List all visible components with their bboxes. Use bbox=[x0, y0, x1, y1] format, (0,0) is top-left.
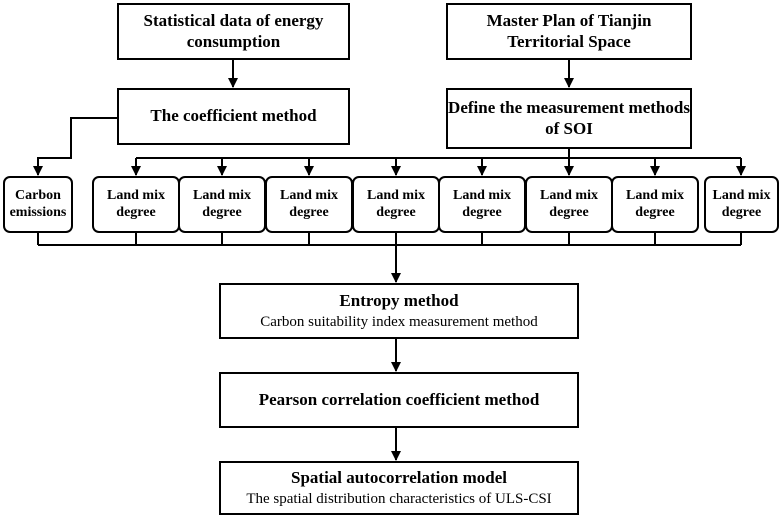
define-soi-label: Define the measurement methods of SOI bbox=[448, 98, 690, 138]
pearson-method-label: Pearson correlation coefficient method bbox=[258, 389, 540, 409]
spatial-autocorrelation-box: Spatial autocorrelation model The spatia… bbox=[219, 461, 579, 515]
indicator-box-land-mix: Land mix degree bbox=[611, 176, 699, 233]
indicator-label: Carbon emissions bbox=[9, 187, 67, 220]
pearson-method-box: Pearson correlation coefficient method bbox=[219, 372, 579, 428]
spatial-autocorrelation-subtitle: The spatial distribution characteristics… bbox=[246, 491, 552, 508]
indicator-box-land-mix: Land mix degree bbox=[92, 176, 180, 233]
indicator-box-land-mix: Land mix degree bbox=[438, 176, 526, 233]
indicator-label: Land mix degree bbox=[540, 187, 598, 220]
indicator-box-land-mix: Land mix degree bbox=[704, 176, 779, 233]
spatial-autocorrelation-title: Spatial autocorrelation model bbox=[291, 467, 507, 487]
indicator-label: Land mix degree bbox=[280, 187, 338, 220]
indicator-label: Land mix degree bbox=[107, 187, 165, 220]
arrow-coefficient-to-carbon bbox=[33, 117, 117, 176]
master-plan-box: Master Plan of Tianjin Territorial Space bbox=[446, 3, 692, 60]
indicator-box-land-mix: Land mix degree bbox=[525, 176, 613, 233]
indicator-label: Land mix degree bbox=[193, 187, 251, 220]
statistical-data-label: Statistical data of energy consumption bbox=[143, 11, 324, 51]
master-plan-label: Master Plan of Tianjin Territorial Space bbox=[486, 11, 652, 51]
indicator-box-land-mix: Land mix degree bbox=[265, 176, 353, 233]
entropy-method-title: Entropy method bbox=[339, 290, 459, 310]
indicator-label: Land mix degree bbox=[453, 187, 511, 220]
indicator-box-land-mix: Land mix degree bbox=[352, 176, 440, 233]
indicator-label: Land mix degree bbox=[367, 187, 425, 220]
coefficient-method-box: The coefficient method bbox=[117, 88, 350, 145]
statistical-data-box: Statistical data of energy consumption bbox=[117, 3, 350, 60]
entropy-method-box: Entropy method Carbon suitability index … bbox=[219, 283, 579, 339]
indicator-box-carbon-emissions: Carbon emissions bbox=[3, 176, 73, 233]
coefficient-method-label: The coefficient method bbox=[150, 106, 317, 126]
indicator-box-land-mix: Land mix degree bbox=[178, 176, 266, 233]
define-soi-box: Define the measurement methods of SOI bbox=[446, 88, 692, 149]
indicator-label: Land mix degree bbox=[626, 187, 684, 220]
entropy-method-subtitle: Carbon suitability index measurement met… bbox=[260, 314, 538, 331]
indicator-label: Land mix degree bbox=[712, 187, 771, 220]
